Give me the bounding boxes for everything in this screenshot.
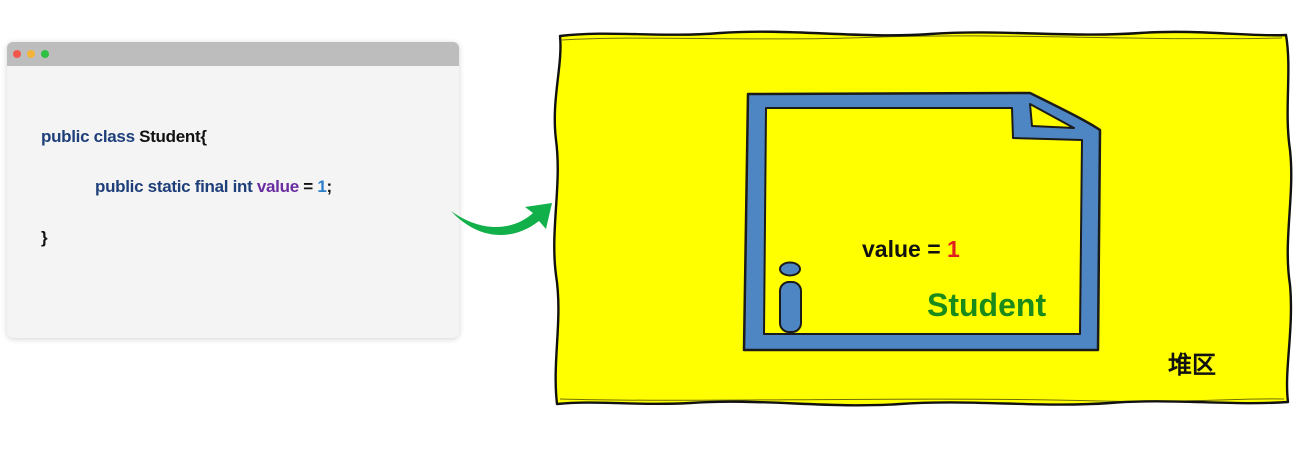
info-icon (779, 261, 802, 333)
student-object-frame (742, 91, 1102, 352)
code-token: public class (41, 127, 140, 146)
code-token: 1 (317, 177, 327, 196)
curved-arrow-icon (451, 203, 552, 236)
code-token: value (256, 177, 299, 196)
code-token: public static final int (95, 177, 257, 196)
field-equals: = (920, 236, 948, 262)
field-name: value (862, 236, 921, 262)
code-token: = (298, 177, 318, 196)
code-line-field-declaration: public static final int value = 1; (95, 177, 332, 197)
code-token: ; (326, 177, 333, 196)
class-name-label: Student (927, 287, 1047, 323)
code-window: public class Student{ public static fina… (7, 42, 459, 338)
object-field: value = 1 (862, 236, 960, 263)
window-titlebar (7, 42, 459, 66)
minimize-dot-icon[interactable] (27, 50, 35, 58)
close-dot-icon[interactable] (13, 50, 21, 58)
field-value: 1 (947, 236, 960, 262)
code-token: Student{ (139, 127, 207, 146)
code-token: } (41, 228, 48, 247)
maximize-dot-icon[interactable] (41, 50, 49, 58)
code-line-closing-brace: } (41, 228, 48, 248)
heap-label: 堆区 (1168, 351, 1216, 379)
code-line-class-declaration: public class Student{ (41, 127, 207, 147)
